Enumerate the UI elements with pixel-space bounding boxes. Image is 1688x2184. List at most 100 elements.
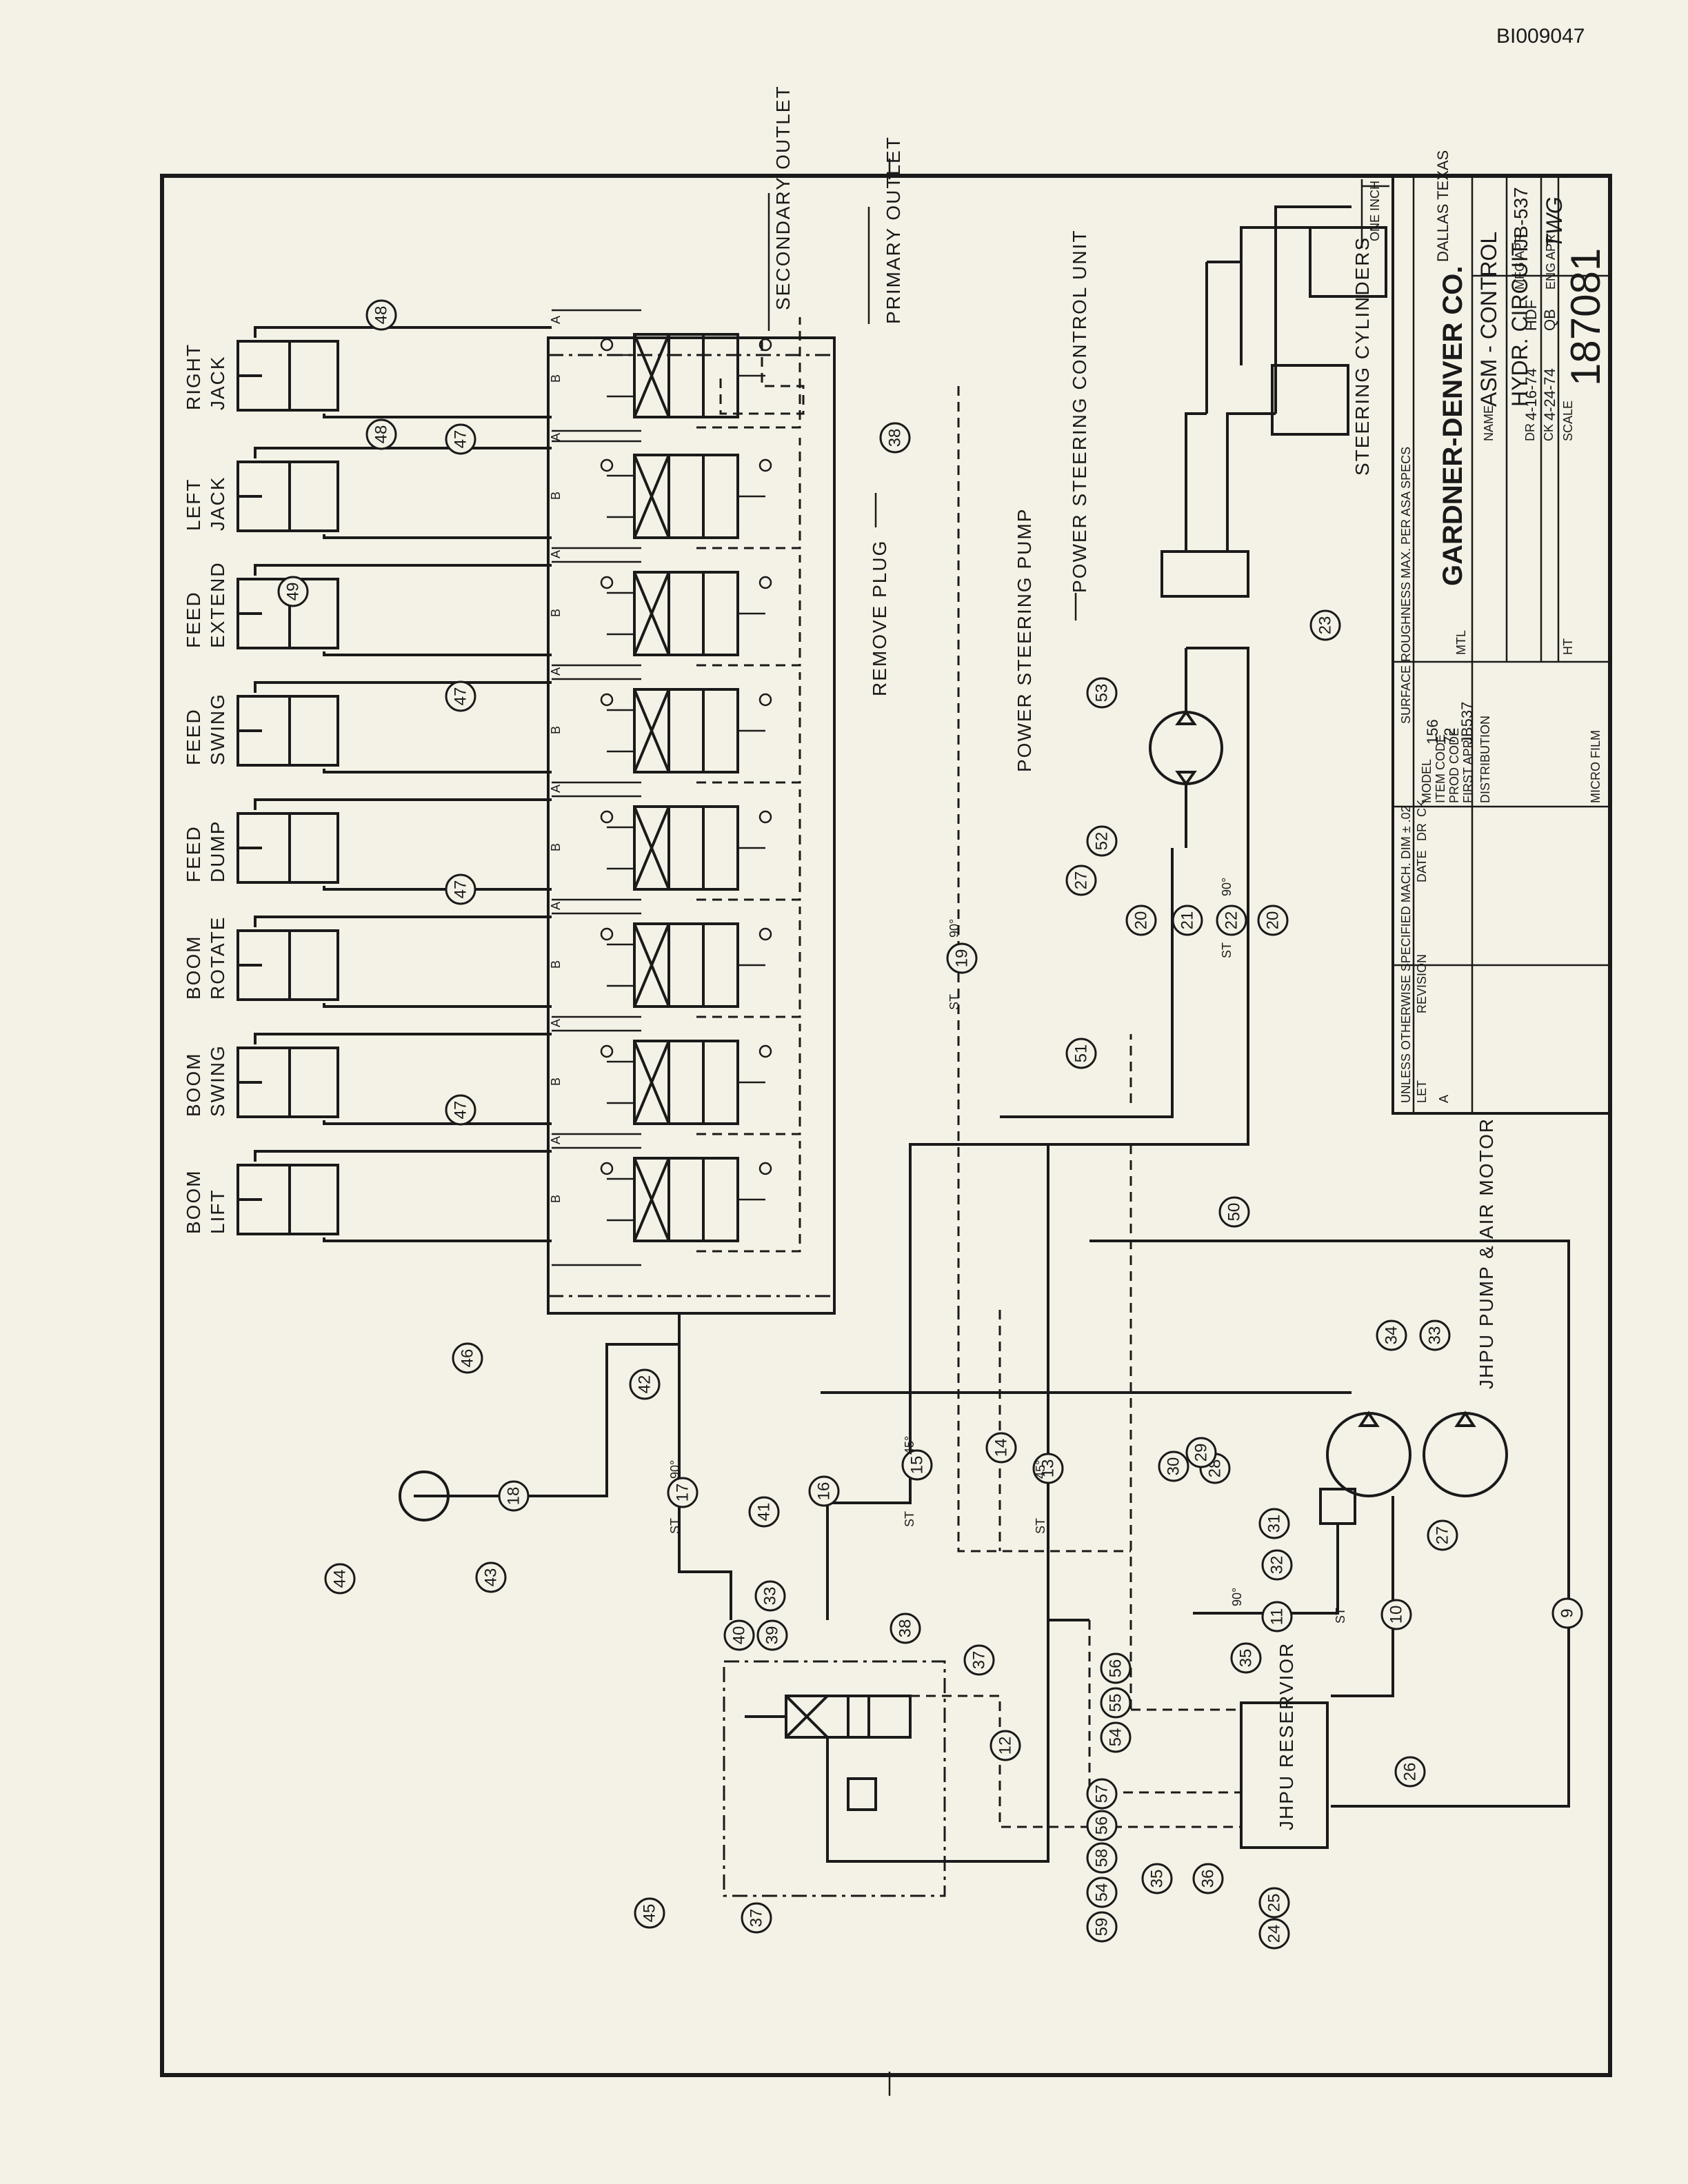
callout-20: 20	[1257, 904, 1289, 936]
callout-23: 23	[1309, 609, 1341, 641]
svg-text:13: 13	[1039, 1459, 1058, 1478]
ck-initials: QB	[1541, 309, 1558, 331]
callout-48: 48	[365, 418, 397, 450]
callout-52: 52	[1086, 825, 1118, 857]
fitting-note-st-13: ST	[1034, 1518, 1047, 1534]
callout-46: 46	[452, 1342, 483, 1374]
ck-date: 4-24-74	[1541, 368, 1558, 421]
svg-text:47: 47	[452, 430, 470, 449]
callout-36: 36	[1192, 1863, 1224, 1894]
revision-header: CK	[1415, 800, 1429, 817]
dr-label: DR	[1523, 423, 1537, 441]
company-city: DALLAS TEXAS	[1434, 150, 1451, 262]
revision-header: DR	[1415, 823, 1429, 841]
surface-roughness-note: SURFACE ROUGHNESS MAX. PER ASA SPECS	[1399, 447, 1413, 724]
svg-text:46: 46	[459, 1349, 477, 1368]
callout-59: 59	[1086, 1911, 1118, 1943]
name-label: NAME	[1482, 405, 1496, 441]
fitting-note-st-19: ST	[947, 994, 961, 1010]
tolerance-note: UNLESS OTHERWISE SPECIFIED MACH. DIM ± .…	[1399, 805, 1413, 1103]
callout-35: 35	[1141, 1863, 1173, 1894]
svg-text:50: 50	[1225, 1203, 1244, 1222]
callout-39: 39	[756, 1619, 788, 1651]
svg-text:55: 55	[1107, 1694, 1125, 1712]
cylinder-label: JACK	[207, 355, 228, 410]
svg-text:26: 26	[1401, 1763, 1420, 1781]
svg-text:21: 21	[1178, 911, 1197, 930]
port-letter: B	[549, 1195, 563, 1203]
model-label: MODEL	[1420, 759, 1434, 803]
revision-header: DATE	[1415, 850, 1429, 882]
cylinder-label: ROTATE	[207, 916, 228, 1000]
svg-text:23: 23	[1316, 616, 1335, 635]
svg-text:10: 10	[1387, 1606, 1406, 1624]
svg-text:29: 29	[1192, 1444, 1211, 1462]
callout-38: 38	[890, 1612, 921, 1644]
fitting-note-90-17: 90°	[668, 1460, 682, 1479]
remove-plug-label: REMOVE PLUG	[869, 540, 890, 696]
drawing-frame	[160, 174, 1612, 2077]
callout-38: 38	[879, 422, 911, 454]
port-letter: B	[549, 843, 563, 851]
directional-valves	[552, 309, 801, 1266]
callout-32: 32	[1261, 1549, 1293, 1581]
svg-text:12: 12	[996, 1737, 1015, 1755]
fitting-note-45-15: 45°	[903, 1436, 916, 1455]
callout-47: 47	[445, 1094, 476, 1126]
callout-14: 14	[985, 1432, 1017, 1464]
svg-text:37: 37	[970, 1651, 989, 1670]
fitting-note-st-22: ST	[1220, 942, 1234, 958]
callout-12: 12	[989, 1730, 1021, 1761]
power-steering-pump-label: POWER STEERING PUMP	[1014, 508, 1035, 772]
callout-33: 33	[1419, 1320, 1451, 1351]
svg-text:54: 54	[1107, 1728, 1125, 1747]
callout-37: 37	[741, 1902, 772, 1934]
svg-text:19: 19	[953, 949, 972, 968]
svg-text:57: 57	[1093, 1785, 1112, 1803]
cylinder-label: BOOM	[183, 1169, 204, 1234]
svg-text:25: 25	[1265, 1894, 1284, 1912]
svg-text:33: 33	[1426, 1326, 1445, 1345]
cylinder-label: FEED	[183, 708, 204, 765]
svg-text:43: 43	[482, 1568, 501, 1587]
callout-30: 30	[1158, 1450, 1189, 1482]
svg-text:47: 47	[452, 687, 470, 706]
dr-initials: HDF	[1523, 300, 1540, 331]
callout-31: 31	[1258, 1508, 1290, 1539]
steering-cylinder-2	[1309, 226, 1387, 298]
item-code-label: ITEM CODE	[1434, 734, 1447, 803]
callout-49: 49	[277, 576, 309, 607]
svg-text:44: 44	[331, 1570, 350, 1588]
steering-cylinders-label: STEERING CYLINDERS	[1352, 236, 1373, 476]
callout-57: 57	[1086, 1778, 1118, 1810]
svg-text:22: 22	[1223, 911, 1241, 930]
callout-16: 16	[808, 1475, 840, 1507]
callout-51: 51	[1065, 1038, 1097, 1069]
revision-header: REVISION	[1415, 954, 1429, 1013]
callout-33: 33	[754, 1580, 786, 1612]
item-code-value: 72	[1441, 728, 1458, 745]
svg-text:15: 15	[908, 1456, 927, 1475]
mtl-label: MTL	[1454, 630, 1468, 655]
primary-outlet-label: PRIMARY OUTLET	[883, 136, 904, 324]
svg-text:47: 47	[452, 1101, 470, 1120]
svg-text:36: 36	[1199, 1870, 1218, 1888]
svg-text:11: 11	[1268, 1608, 1287, 1626]
secondary-outlet-label: SECONDARY OUTLET	[772, 85, 794, 310]
svg-text:58: 58	[1093, 1849, 1112, 1868]
fitting-note-45-13: 45°	[1034, 1460, 1047, 1479]
svg-text:59: 59	[1093, 1918, 1112, 1937]
drawing-name-line2: HYDR. CIRCUIT	[1507, 243, 1532, 407]
port-letter: B	[549, 374, 563, 383]
callout-56: 56	[1100, 1652, 1132, 1684]
callout-54: 54	[1100, 1721, 1132, 1753]
directional-valve-1	[552, 1133, 801, 1266]
svg-text:56: 56	[1107, 1659, 1125, 1678]
svg-text:47: 47	[452, 880, 470, 899]
